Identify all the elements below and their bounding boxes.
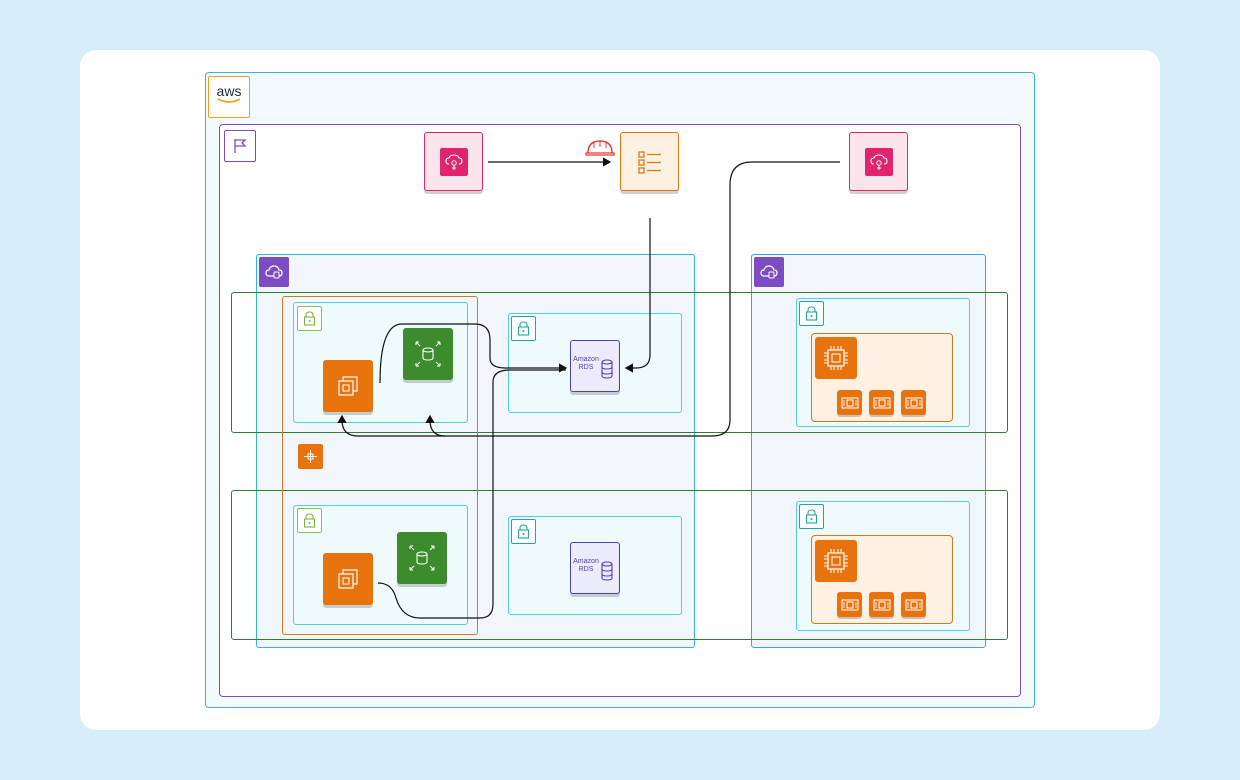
instance-icon bbox=[841, 599, 858, 610]
lock-icon bbox=[303, 513, 316, 528]
instance-top-3[interactable] bbox=[901, 390, 926, 415]
helmet-icon bbox=[584, 135, 616, 159]
lock-icon bbox=[517, 321, 530, 336]
instance-icon bbox=[905, 397, 922, 408]
lock-icon bbox=[517, 524, 530, 539]
instance-icon bbox=[841, 397, 858, 408]
rds-label-line2: RDS bbox=[579, 566, 594, 573]
aws-logo: aws bbox=[208, 76, 250, 118]
lock-badge-db-bottom bbox=[511, 519, 536, 544]
aws-smile-icon bbox=[217, 98, 241, 103]
lock-icon bbox=[805, 306, 818, 321]
rds-node-secondary[interactable]: Amazon RDS bbox=[570, 542, 620, 594]
ec2-chip-bottom[interactable] bbox=[815, 540, 857, 582]
lock-icon bbox=[805, 509, 818, 524]
rds-database-icon: Amazon RDS bbox=[573, 356, 613, 379]
ec2-instance-top[interactable] bbox=[323, 360, 373, 412]
lock-icon bbox=[303, 311, 316, 326]
vpc-primary-badge bbox=[259, 257, 289, 287]
rds-label-line1: Amazon bbox=[573, 356, 599, 363]
region-flag-badge bbox=[224, 130, 256, 162]
ec2-instances-icon bbox=[338, 569, 358, 589]
instance-icon bbox=[873, 397, 890, 408]
ec2-instance-bottom[interactable] bbox=[323, 553, 373, 605]
lock-badge-db-top bbox=[511, 316, 536, 341]
instance-bottom-3[interactable] bbox=[901, 592, 926, 617]
instance-bottom-1[interactable] bbox=[837, 592, 862, 617]
rds-node-primary[interactable]: Amazon RDS bbox=[570, 340, 620, 392]
checklist-icon bbox=[637, 150, 661, 174]
database-scaling-icon bbox=[415, 341, 441, 367]
rds-database-icon: Amazon RDS bbox=[573, 558, 613, 581]
vpc-cloud-icon bbox=[760, 265, 778, 279]
ec2-instances-icon bbox=[338, 376, 358, 396]
config-rules-node[interactable] bbox=[620, 132, 679, 191]
database-scaling-icon bbox=[409, 545, 435, 571]
instance-top-1[interactable] bbox=[837, 390, 862, 415]
cloud-gear-icon bbox=[439, 147, 468, 176]
aws-logo-text: aws bbox=[216, 83, 242, 99]
lock-badge-right-bottom bbox=[799, 504, 824, 529]
ec2-chip-top[interactable] bbox=[815, 337, 857, 379]
cpu-chip-icon bbox=[824, 346, 848, 370]
cloudwatch-node-right[interactable] bbox=[849, 132, 908, 191]
database-node-top[interactable] bbox=[403, 328, 453, 380]
cloud-gear-icon bbox=[864, 147, 893, 176]
instance-icon bbox=[873, 599, 890, 610]
flag-icon bbox=[234, 139, 247, 153]
auto-scaling-badge bbox=[298, 444, 323, 469]
instance-bottom-2[interactable] bbox=[869, 592, 894, 617]
lock-badge-app-top bbox=[297, 306, 322, 331]
instance-icon bbox=[905, 599, 922, 610]
lock-badge-right-top bbox=[799, 301, 824, 326]
cloudwatch-node-left[interactable] bbox=[424, 132, 483, 191]
rds-label-line2: RDS bbox=[579, 364, 594, 371]
vpc-secondary-badge bbox=[754, 257, 784, 287]
auto-scaling-icon bbox=[304, 450, 317, 463]
cpu-chip-icon bbox=[824, 549, 848, 573]
vpc-cloud-icon bbox=[265, 265, 283, 279]
subnet-band-bottom bbox=[231, 490, 1008, 640]
lock-badge-app-bottom bbox=[297, 508, 322, 533]
database-node-bottom[interactable] bbox=[397, 532, 447, 584]
instance-top-2[interactable] bbox=[869, 390, 894, 415]
rds-label-line1: Amazon bbox=[573, 558, 599, 565]
